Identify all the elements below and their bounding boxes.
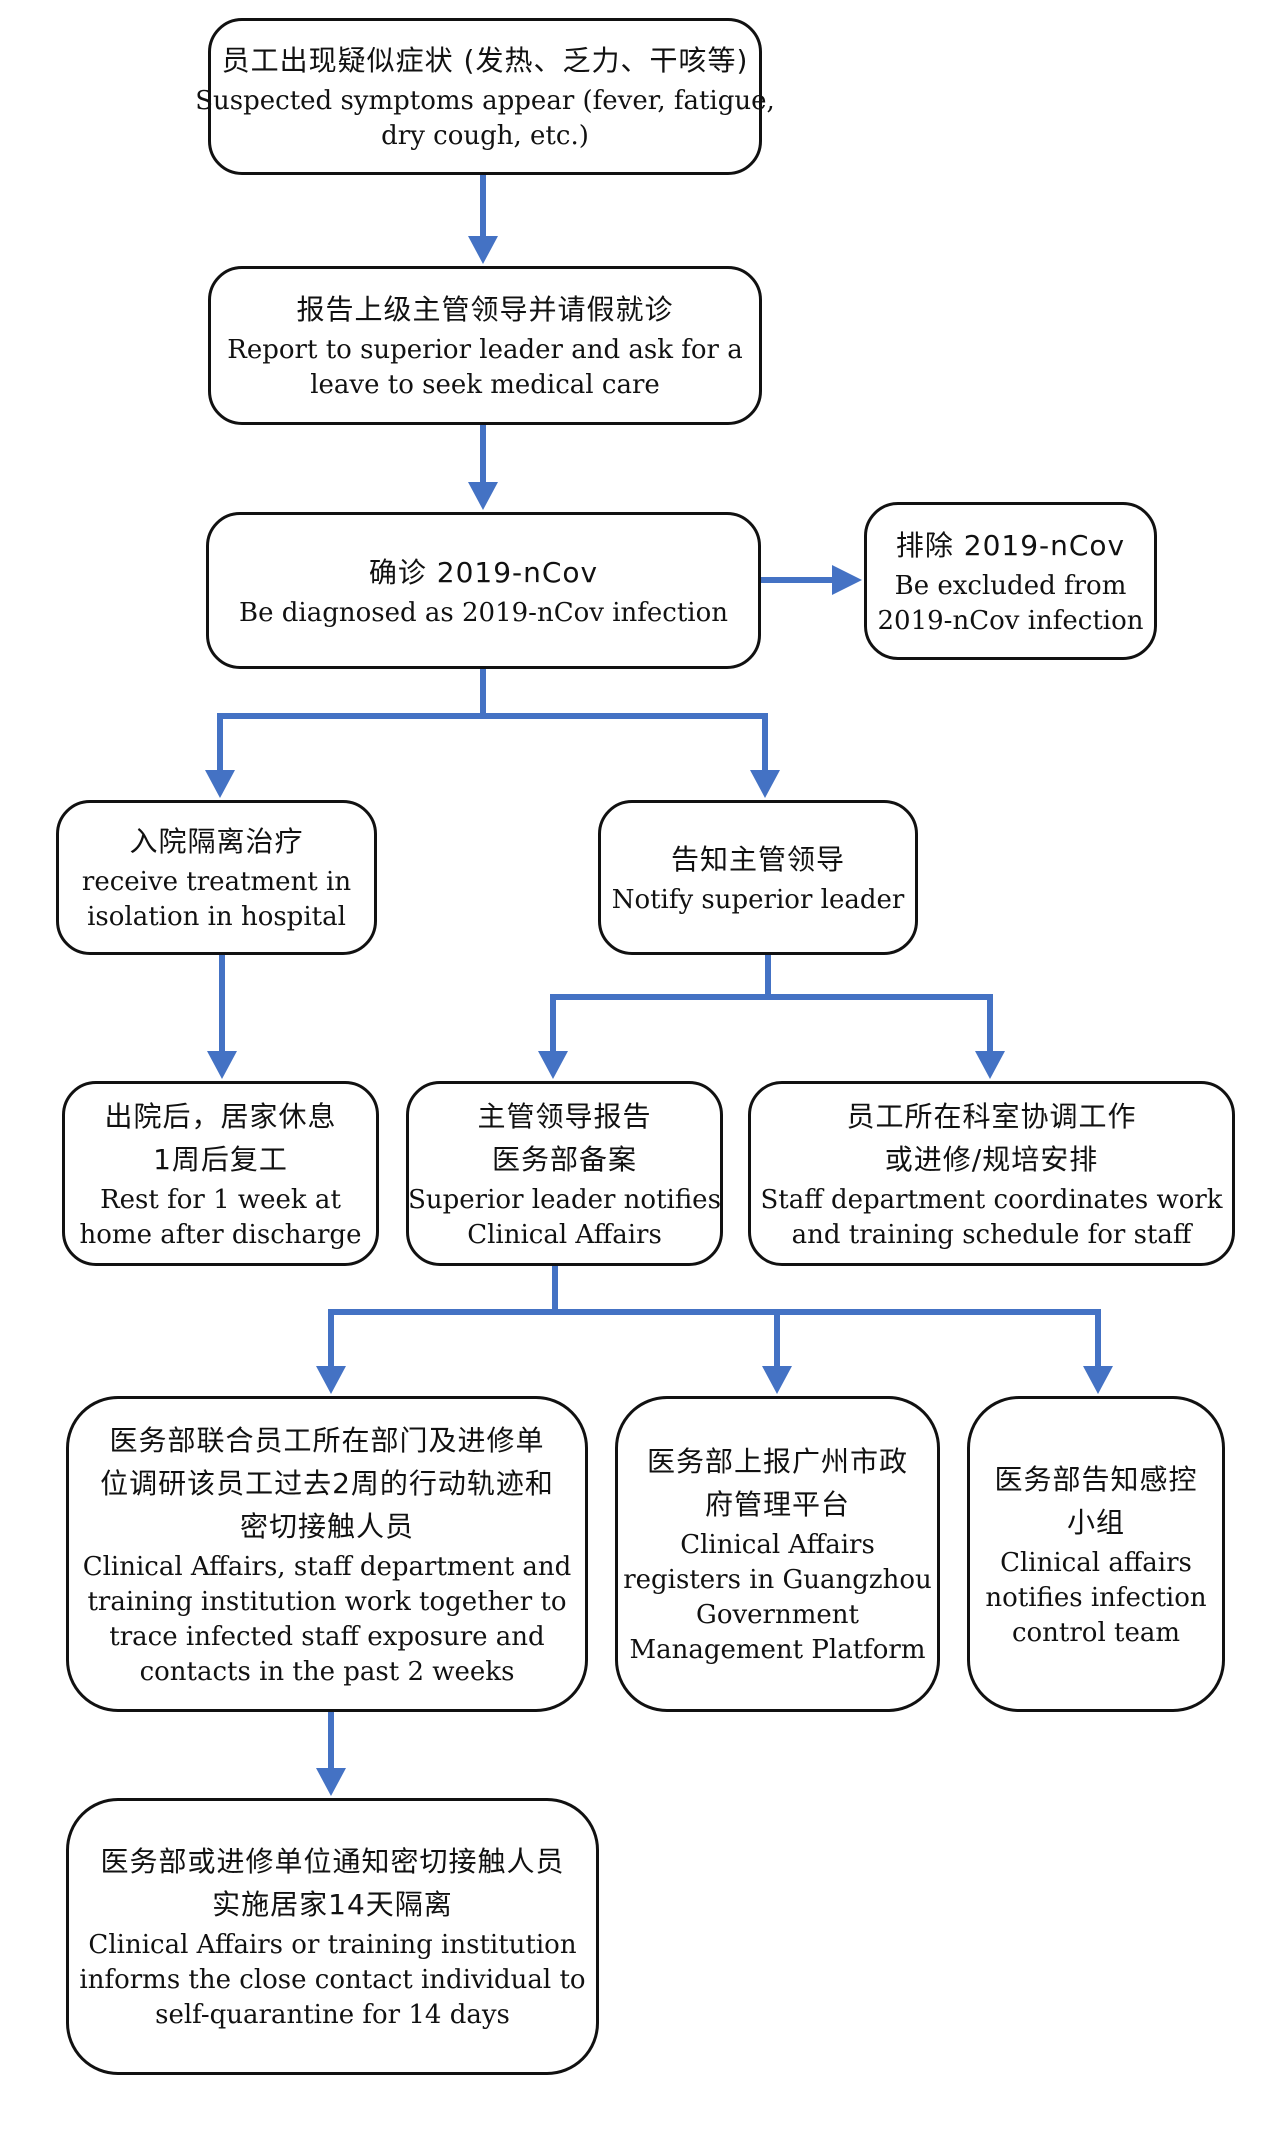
diagnosed-zh-line-1: 确诊 2019-nCov — [368, 555, 599, 589]
report-zh-line-1: 报告上级主管领导并请假就诊 — [296, 293, 674, 326]
excluded-en-line-1: Be excluded from — [894, 570, 1127, 601]
quarantine-en-line-3: self-quarantine for 14 days — [155, 2000, 510, 2030]
excluded-zh-line-1: 排除 2019-nCov — [895, 528, 1126, 562]
hospital-en-line-1: receive treatment in — [81, 867, 352, 897]
government-en-line-1: Clinical Affairs — [680, 1530, 875, 1560]
staff-department-box: 员工所在科室协调工作 或进修/规培安排 Staff department coo… — [748, 1081, 1235, 1266]
excluded-en-line-2: 2019-nCov infection — [877, 605, 1144, 636]
quarantine-en-line-2: informs the close contact individual to — [79, 1965, 586, 1995]
notify-leader-box: 告知主管领导 Notify superior leader — [598, 800, 918, 955]
rest-zh-line-1: 出院后，居家休息 — [104, 1099, 337, 1133]
infection-control-zh-line-2: 小组 — [1066, 1505, 1125, 1539]
government-en-line-3: Government — [696, 1600, 859, 1630]
trace-zh-line-3: 密切接触人员 — [239, 1509, 414, 1543]
hospital-box: 入院隔离治疗 receive treatment in isolation in… — [56, 800, 377, 955]
rest-box: 出院后，居家休息 1周后复工 Rest for 1 week at home a… — [62, 1081, 379, 1266]
quarantine-box: 医务部或进修单位通知密切接触人员 实施居家14天隔离 Clinical Affa… — [66, 1798, 599, 2075]
leader-reports-zh-line-2: 医务部备案 — [491, 1142, 637, 1176]
quarantine-en-line-1: Clinical Affairs or training institution — [88, 1930, 577, 1960]
leader-reports-box: 主管领导报告 医务部备案 Superior leader notifies Cl… — [406, 1081, 723, 1266]
arrow-trace-to-quarantine — [316, 1712, 346, 1796]
symptoms-zh-line-1: 员工出现疑似症状 (发热、乏力、干咳等) — [221, 44, 749, 77]
staff-department-zh-line-1: 员工所在科室协调工作 — [846, 1099, 1137, 1133]
leader-reports-en-line-2: Clinical Affairs — [467, 1219, 662, 1250]
symptoms-box: 员工出现疑似症状 (发热、乏力、干咳等) Suspected symptoms … — [195, 18, 775, 175]
symptoms-en-line-2: dry cough, etc.) — [381, 121, 589, 151]
diagnosed-box: 确诊 2019-nCov Be diagnosed as 2019-nCov i… — [206, 512, 761, 669]
infection-control-zh-line-1: 医务部告知感控 — [994, 1462, 1198, 1496]
staff-department-en-line-1: Staff department coordinates work — [760, 1184, 1223, 1215]
trace-zh-line-2: 位调研该员工过去2周的行动轨迹和 — [100, 1466, 554, 1500]
trace-en-line-1: Clinical Affairs, staff department and — [82, 1551, 572, 1582]
notify-leader-en-line-1: Notify superior leader — [611, 884, 905, 915]
hospital-zh-line-1: 入院隔离治疗 — [129, 825, 304, 858]
rest-zh-line-2: 1周后复工 — [153, 1142, 288, 1176]
arrow-diagnosed-to-excluded — [761, 565, 862, 595]
arrow-symptoms-to-report — [468, 175, 498, 264]
government-box: 医务部上报广州市政 府管理平台 Clinical Affairs registe… — [615, 1396, 940, 1712]
report-en-line-2: leave to seek medical care — [310, 370, 660, 400]
arrow-report-to-diagnosed — [468, 425, 498, 510]
infection-control-box: 医务部告知感控 小组 Clinical affairs notifies inf… — [967, 1396, 1225, 1712]
infection-control-en-line-3: control team — [1011, 1617, 1181, 1648]
trace-en-line-4: contacts in the past 2 weeks — [139, 1656, 515, 1687]
hospital-en-line-2: isolation in hospital — [87, 902, 346, 932]
excluded-box: 排除 2019-nCov Be excluded from 2019-nCov … — [864, 502, 1157, 660]
government-zh-line-2: 府管理平台 — [704, 1488, 850, 1521]
trace-en-line-2: training institution work together to — [87, 1586, 567, 1617]
staff-department-en-line-2: and training schedule for staff — [791, 1219, 1192, 1250]
connector-diagnosed-split — [205, 669, 780, 798]
infection-control-en-line-2: notifies infection — [985, 1582, 1207, 1613]
government-en-line-2: registers in Guangzhou — [623, 1565, 932, 1595]
connector-notify-split — [538, 955, 1005, 1079]
arrow-hospital-to-rest — [207, 955, 237, 1079]
quarantine-zh-line-2: 实施居家14天隔离 — [212, 1888, 453, 1921]
trace-box: 医务部联合员工所在部门及进修单 位调研该员工过去2周的行动轨迹和 密切接触人员 … — [66, 1396, 588, 1712]
notify-leader-zh-line-1: 告知主管领导 — [670, 842, 845, 876]
leader-reports-zh-line-1: 主管领导报告 — [477, 1099, 652, 1133]
diagnosed-en-line-1: Be diagnosed as 2019-nCov infection — [239, 597, 728, 628]
quarantine-zh-line-1: 医务部或进修单位通知密切接触人员 — [100, 1845, 565, 1878]
trace-en-line-3: trace infected staff exposure and — [109, 1621, 545, 1652]
symptoms-en-line-1: Suspected symptoms appear (fever, fatigu… — [195, 86, 775, 116]
infection-control-en-line-1: Clinical affairs — [1000, 1547, 1192, 1578]
leader-reports-en-line-1: Superior leader notifies — [408, 1184, 721, 1215]
report-box: 报告上级主管领导并请假就诊 Report to superior leader … — [208, 266, 762, 425]
trace-zh-line-1: 医务部联合员工所在部门及进修单 — [109, 1423, 545, 1457]
connector-leader-reports-split — [316, 1266, 1113, 1394]
staff-department-zh-line-2: 或进修/规培安排 — [884, 1142, 1099, 1176]
rest-en-line-2: home after discharge — [79, 1219, 362, 1250]
government-en-line-4: Management Platform — [629, 1635, 926, 1665]
report-en-line-1: Report to superior leader and ask for a — [227, 335, 743, 365]
government-zh-line-1: 医务部上报广州市政 — [646, 1445, 908, 1478]
rest-en-line-1: Rest for 1 week at — [100, 1184, 341, 1215]
